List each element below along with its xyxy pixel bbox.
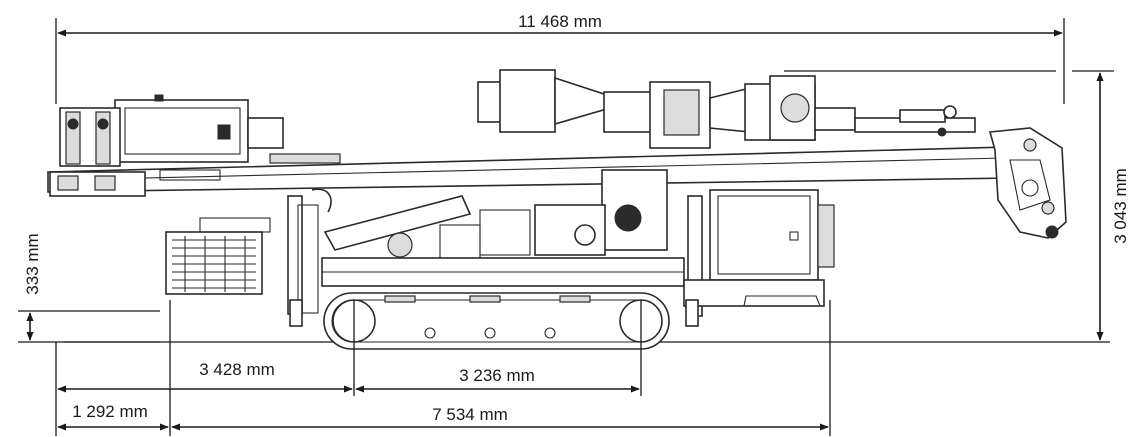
- chassis: [321, 257, 825, 307]
- dimension-rear-to-track: 3 428 mm: [55, 300, 355, 436]
- radiator: [165, 217, 271, 295]
- feed-assembly: [477, 69, 976, 149]
- boom-head: [988, 127, 1067, 239]
- rear-overhang-label: 1 292 mm: [72, 402, 148, 421]
- radiator-grille: [172, 236, 256, 292]
- dimension-track-length: 3 236 mm: [355, 300, 642, 396]
- dimension-height: 3 043 mm: [784, 70, 1129, 341]
- front-jack: [685, 299, 699, 327]
- dimension-ground-clearance: 333 mm: [18, 233, 160, 343]
- crawler-track: [323, 292, 670, 350]
- overall-length-label: 11 468 mm: [518, 12, 602, 31]
- rear-jack: [289, 299, 303, 327]
- base-length-label: 7 534 mm: [432, 405, 508, 424]
- rear-reel-unit: [59, 94, 284, 167]
- height-label: 3 043 mm: [1111, 168, 1129, 244]
- rear-to-track-label: 3 428 mm: [199, 360, 275, 379]
- dimension-overall-length: 11 468 mm: [55, 12, 1065, 104]
- track-length-label: 3 236 mm: [459, 366, 535, 385]
- dimension-base-length: 7 534 mm: [171, 300, 831, 436]
- boom-mast: [47, 146, 1013, 197]
- ground-clearance-label: 333 mm: [23, 233, 42, 294]
- drill-rig-machine: [47, 69, 1110, 350]
- dimension-rear-overhang: 1 292 mm: [57, 300, 171, 436]
